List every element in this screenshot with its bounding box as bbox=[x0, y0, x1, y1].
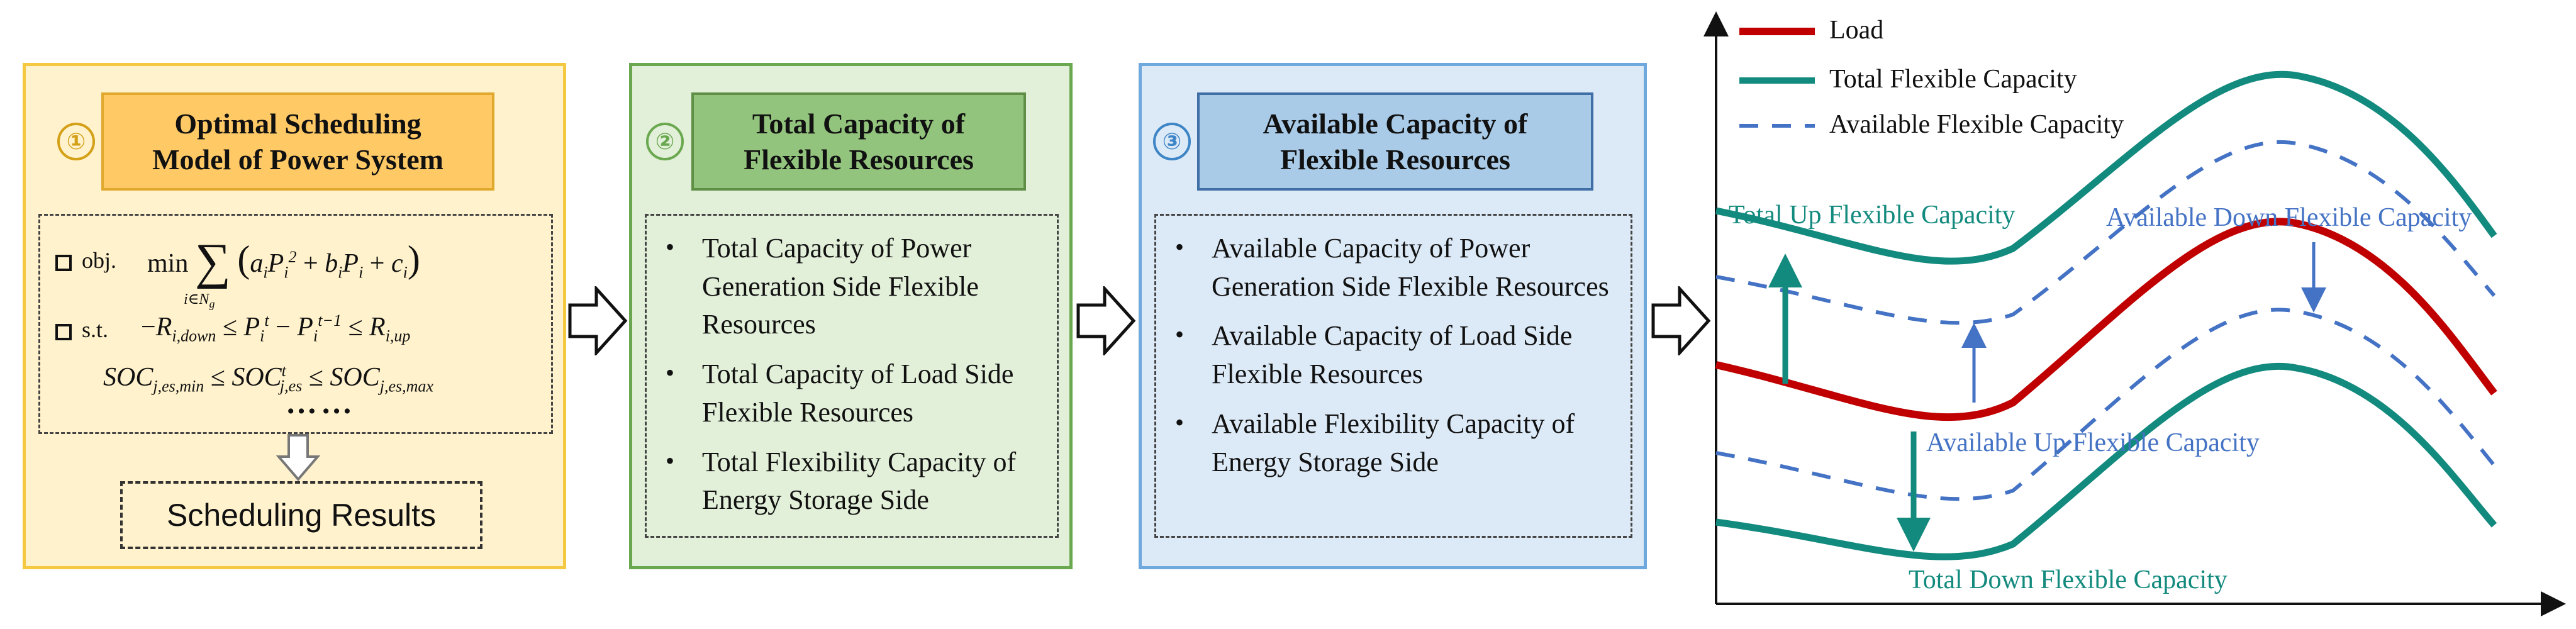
flow-arrow-2-icon bbox=[1076, 286, 1136, 355]
panel3-title-line2: Flexible Resources bbox=[1280, 143, 1510, 175]
panel1-title: Optimal Scheduling Model of Power System bbox=[101, 92, 494, 191]
series-available-down-line bbox=[1715, 308, 2496, 501]
series-total-down-line bbox=[1715, 362, 2497, 560]
step-number-1: ① bbox=[57, 123, 95, 160]
panel2-title: Total Capacity of Flexible Resources bbox=[691, 92, 1026, 191]
panel3-title-line1: Available Capacity of bbox=[1263, 107, 1528, 140]
ramp-constraint-formula: −Ri,down ≤ Pit − Pit−1 ≤ Ri,up bbox=[141, 311, 411, 345]
list-item: Total Flexibility Capacity of Energy Sto… bbox=[666, 443, 1047, 520]
legend-label-available: Available Flexible Capacity bbox=[1829, 110, 2124, 139]
st-label: s.t. bbox=[82, 317, 109, 342]
annotation-available-down: Available Down Flexible Capacity bbox=[2106, 203, 2472, 232]
panel-available-capacity: ③ Available Capacity of Flexible Resourc… bbox=[1139, 63, 1647, 569]
legend-label-load: Load bbox=[1829, 16, 1884, 45]
annotation-available-up: Available Up Flexible Capacity bbox=[1926, 428, 2260, 457]
total-capacity-list-box: Total Capacity of Power Generation Side … bbox=[645, 214, 1059, 538]
series-load-line bbox=[1715, 218, 2497, 421]
legend-label-total: Total Flexible Capacity bbox=[1829, 65, 2077, 94]
series-total-up-line bbox=[1715, 70, 2497, 265]
st-checkbox-icon bbox=[55, 324, 72, 340]
annotation-total-up: Total Up Flexible Capacity bbox=[1729, 201, 2016, 230]
annotation-total-down: Total Down Flexible Capacity bbox=[1909, 565, 2228, 594]
available-capacity-list-box: Available Capacity of Power Generation S… bbox=[1154, 214, 1632, 538]
soc-constraint-formula: SOCj,es,min ≤ SOCtj,es ≤ SOCj,es,max bbox=[103, 362, 433, 396]
sum-index: i∈Ng bbox=[184, 291, 215, 310]
panel3-title: Available Capacity of Flexible Resources bbox=[1197, 92, 1593, 191]
series-available-up-line bbox=[1715, 140, 2496, 325]
step-number-3: ③ bbox=[1153, 123, 1191, 160]
flow-arrow-1-icon bbox=[568, 286, 628, 355]
list-item: Available Capacity of Power Generation S… bbox=[1175, 230, 1620, 306]
panel-total-capacity: ② Total Capacity of Flexible Resources T… bbox=[629, 63, 1073, 569]
panel2-title-line2: Flexible Resources bbox=[744, 143, 974, 175]
step-number-2: ② bbox=[646, 123, 684, 160]
panel-optimal-scheduling: ① Optimal Scheduling Model of Power Syst… bbox=[23, 63, 566, 569]
panel1-title-line2: Model of Power System bbox=[152, 143, 443, 175]
available-capacity-list: Available Capacity of Power Generation S… bbox=[1156, 216, 1631, 481]
list-item: Total Capacity of Load Side Flexible Res… bbox=[666, 355, 1047, 431]
objective-formula: min ∑ (aiPi2 + biPi + ci) bbox=[147, 234, 420, 289]
obj-checkbox-icon bbox=[55, 255, 72, 271]
panel1-title-line1: Optimal Scheduling bbox=[174, 107, 421, 140]
flexible-capacity-chart bbox=[1703, 11, 2566, 616]
flow-arrow-3-icon bbox=[1651, 286, 1711, 355]
model-formulation-box: obj. min ∑ (aiPi2 + biPi + ci) i∈Ng s.t.… bbox=[38, 214, 553, 434]
list-item: Available Flexibility Capacity of Energy… bbox=[1175, 405, 1620, 481]
ellipsis: …… bbox=[286, 385, 356, 420]
list-item: Total Capacity of Power Generation Side … bbox=[666, 230, 1047, 344]
panel2-title-line1: Total Capacity of bbox=[752, 107, 966, 140]
list-item: Available Capacity of Load Side Flexible… bbox=[1175, 317, 1620, 393]
down-arrow-icon bbox=[276, 434, 320, 481]
scheduling-results-box: Scheduling Results bbox=[120, 481, 482, 549]
total-capacity-list: Total Capacity of Power Generation Side … bbox=[647, 216, 1057, 520]
obj-label: obj. bbox=[82, 248, 117, 273]
